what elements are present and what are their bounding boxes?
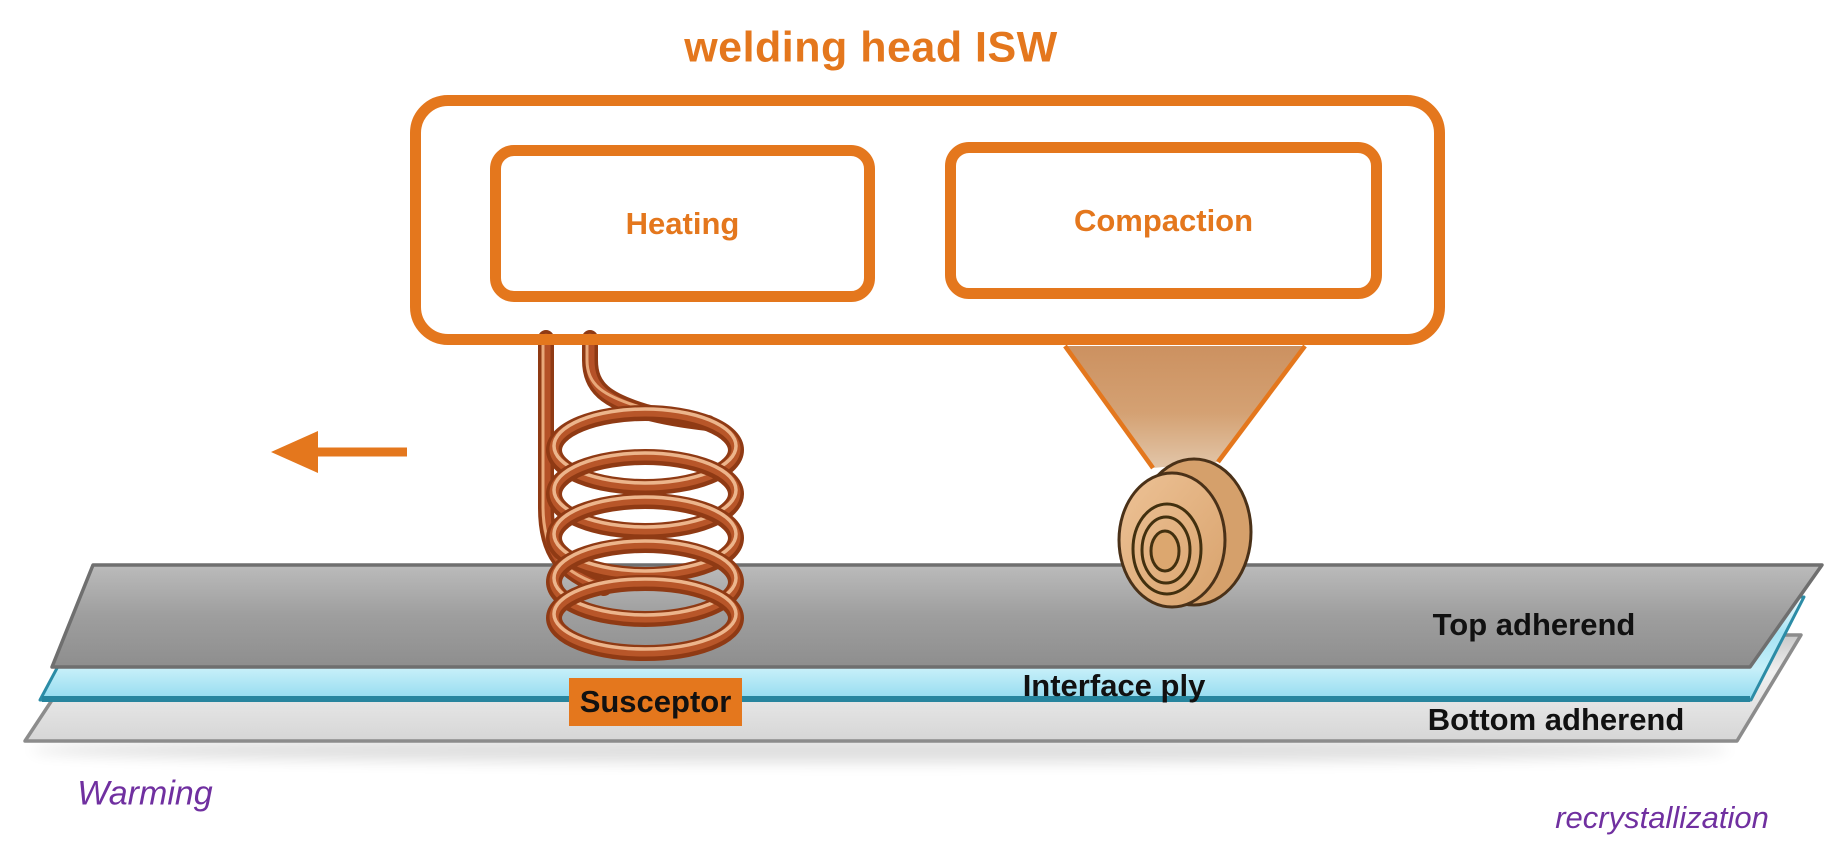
interface-ply-label: Interface ply (1022, 668, 1206, 703)
recrystallization-note: recrystallization (1555, 800, 1769, 835)
left-arrow-icon (271, 431, 407, 473)
coil-loop-1 (546, 405, 744, 495)
bottom-adherend-label: Bottom adherend (1427, 702, 1685, 737)
susceptor-label: Susceptor (579, 684, 732, 719)
welding-head-outline (410, 95, 1445, 345)
coil-loop-3 (546, 493, 744, 583)
coil-loop-5 (546, 575, 744, 661)
stack-shadow (30, 737, 1730, 763)
heating-label: Heating (625, 205, 740, 241)
compaction-module-box: Compaction (945, 142, 1382, 299)
compaction-force-cone-icon (1063, 344, 1307, 470)
coil-loop-2 (546, 449, 744, 539)
susceptor-badge: Susceptor (569, 678, 742, 726)
coil-loop-4 (546, 537, 744, 627)
heating-module-box: Heating (490, 145, 875, 302)
top-adherend-label: Top adherend (1432, 607, 1636, 642)
induction-coil-icon (538, 330, 744, 661)
compaction-label: Compaction (1073, 202, 1254, 238)
compaction-roller-icon (1117, 457, 1253, 609)
warming-note: Warming (77, 774, 213, 813)
diagram-title: welding head ISW (684, 23, 1058, 72)
